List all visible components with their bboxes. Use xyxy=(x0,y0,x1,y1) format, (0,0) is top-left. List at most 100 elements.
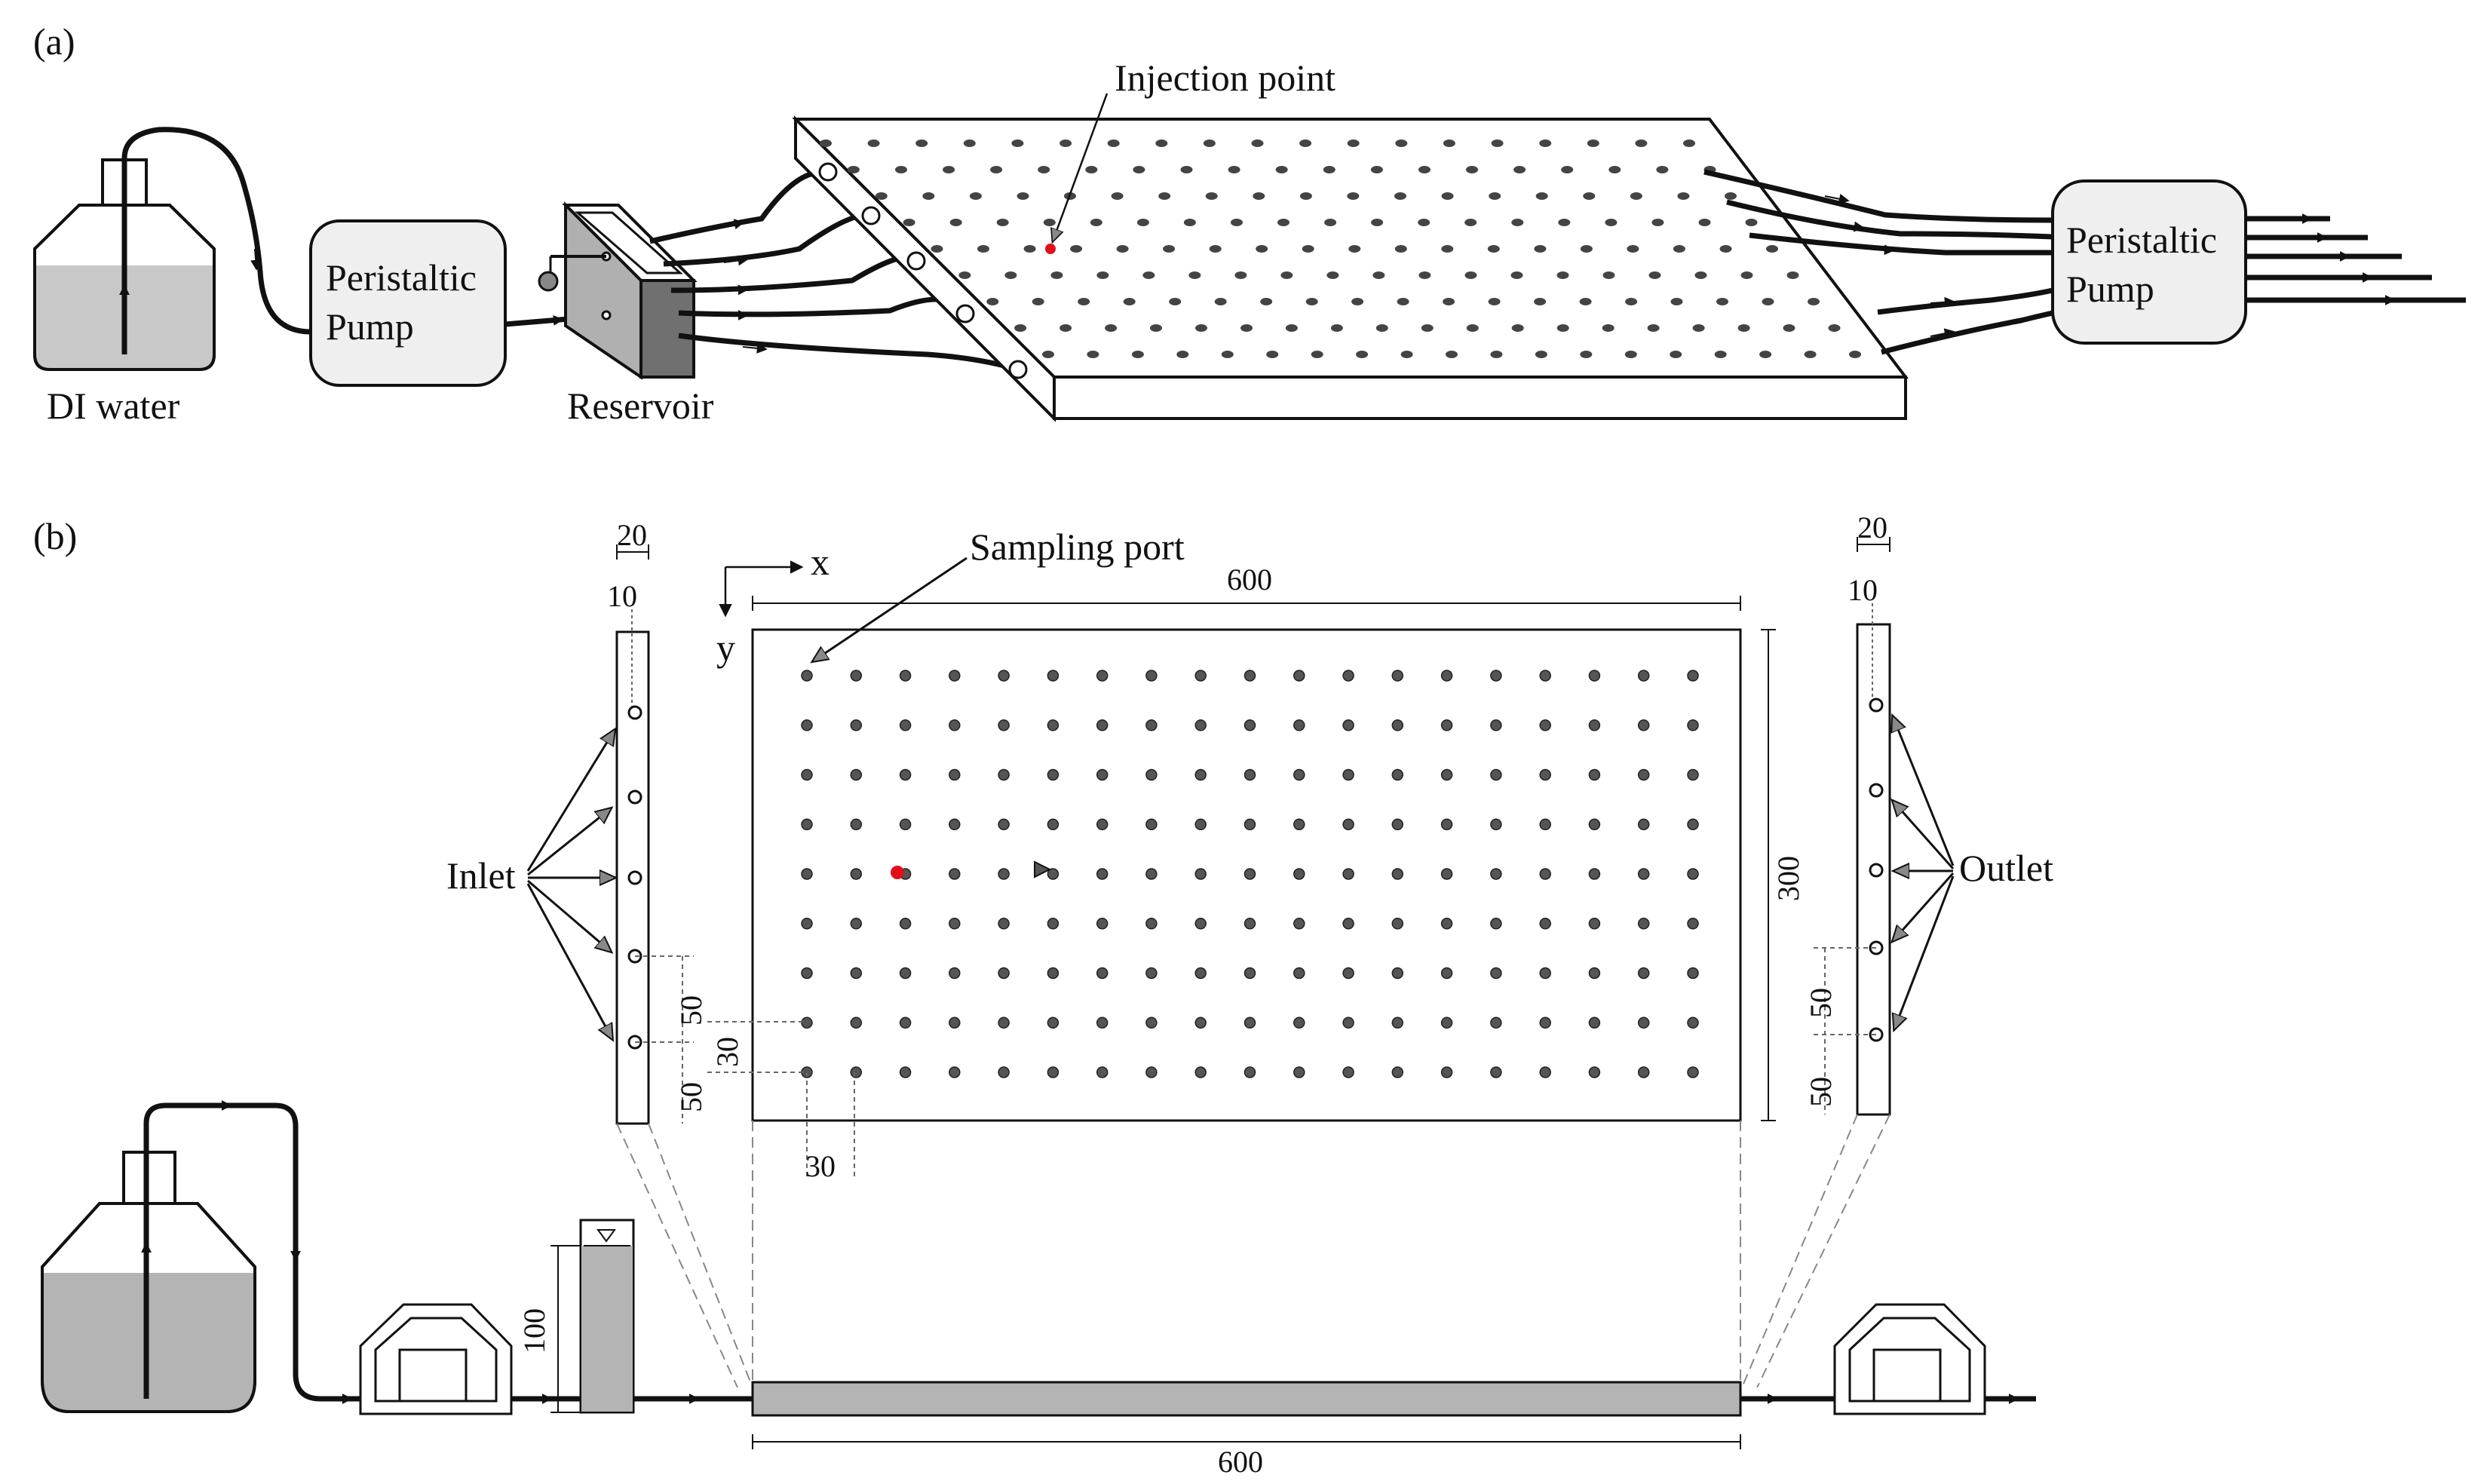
outlet-offset-label: 10 xyxy=(1848,573,1878,607)
sampling-port xyxy=(949,918,961,930)
plate-port xyxy=(1107,140,1120,147)
plate-port xyxy=(1670,351,1682,358)
sampling-port xyxy=(1490,967,1502,980)
plate-port xyxy=(1285,324,1298,332)
plate-port xyxy=(1266,351,1279,358)
sampling-port xyxy=(1637,818,1650,831)
plate-port xyxy=(1133,166,1145,173)
sampling-port xyxy=(1096,918,1109,930)
sampling-port xyxy=(1047,1016,1059,1029)
sampling-port xyxy=(1539,1066,1551,1078)
inlet-width-label: 20 xyxy=(617,518,647,552)
sampling-port xyxy=(1047,818,1059,831)
plate-port xyxy=(1441,245,1454,253)
plate-port xyxy=(1648,271,1661,279)
dim-height xyxy=(1761,629,1776,1121)
plate-port xyxy=(1630,192,1642,200)
sampling-port xyxy=(949,768,961,781)
sampling-port xyxy=(998,918,1010,930)
sampling-port xyxy=(1539,868,1551,880)
sampling-port xyxy=(850,967,863,980)
sampling-port xyxy=(1490,768,1502,781)
plate-port xyxy=(1716,298,1728,305)
inlet-label: Inlet xyxy=(446,854,516,897)
sampling-port xyxy=(1145,670,1158,682)
sampling-port xyxy=(1243,967,1256,980)
sampling-port xyxy=(1243,818,1256,831)
plate-port xyxy=(1347,140,1360,147)
sampling-port xyxy=(1194,818,1207,831)
sampling-port xyxy=(1637,719,1650,731)
sampling-port xyxy=(1440,918,1453,930)
sampling-port xyxy=(801,818,813,831)
sampling-port xyxy=(998,868,1010,880)
dim-length-top xyxy=(752,596,1741,611)
plate-port xyxy=(1673,245,1685,253)
sampling-port xyxy=(1047,868,1059,880)
sampling-port xyxy=(1539,719,1551,731)
plate-port xyxy=(1032,298,1044,305)
plate-port xyxy=(1580,351,1593,358)
sampling-ports-grid xyxy=(801,670,1699,1078)
sampling-port xyxy=(1096,818,1109,831)
outlet-tubes xyxy=(1703,169,2053,355)
sand-tank-plate xyxy=(792,115,1909,422)
plate-port xyxy=(1683,140,1695,147)
plate-port xyxy=(1105,324,1118,332)
sampling-port xyxy=(1687,1066,1699,1078)
plate-port xyxy=(1330,324,1343,332)
plate-port xyxy=(1534,298,1547,305)
sampling-port xyxy=(1490,868,1502,880)
plate-port xyxy=(1277,219,1289,226)
reservoir-label: Reservoir xyxy=(567,385,714,427)
plate-port xyxy=(922,192,935,200)
sampling-port xyxy=(1342,818,1354,831)
plate-port xyxy=(1692,324,1705,332)
plate-port xyxy=(1155,140,1168,147)
sampling-port xyxy=(1391,868,1404,880)
plate-port xyxy=(1719,245,1732,253)
sampling-port xyxy=(899,768,912,781)
plate-port xyxy=(1535,192,1548,200)
plate-port xyxy=(1466,166,1478,173)
sampling-port xyxy=(1145,918,1158,930)
sampling-port xyxy=(850,818,863,831)
plate-port xyxy=(990,166,1003,173)
sampling-port xyxy=(1293,868,1305,880)
sampling-port xyxy=(1391,719,1404,731)
plate-port xyxy=(847,166,860,173)
sampling-port xyxy=(1293,1066,1305,1078)
inlet-arrows xyxy=(526,730,615,1039)
panel-b: (b) x y Sampling port 600 300 xyxy=(33,511,2053,1479)
sampling-port xyxy=(850,719,863,731)
sampling-port xyxy=(949,670,961,682)
plate-port xyxy=(1011,140,1024,147)
plate-port xyxy=(1096,271,1109,279)
plate-port xyxy=(1214,298,1227,305)
sampling-port xyxy=(1588,967,1601,980)
sampling-port xyxy=(1096,967,1109,980)
sampling-port xyxy=(949,719,961,731)
pump-in-box xyxy=(309,219,507,387)
plate-port xyxy=(1491,140,1504,147)
plate-port xyxy=(1394,192,1406,200)
plate-port xyxy=(1136,219,1149,226)
sampling-port xyxy=(998,1016,1010,1029)
pump-icon-b-out xyxy=(1833,1303,1986,1415)
sampling-port xyxy=(899,1066,912,1078)
sampling-port xyxy=(850,1066,863,1078)
plate-port xyxy=(1446,351,1458,358)
plate-port xyxy=(1042,351,1054,358)
plate-port xyxy=(1740,271,1753,279)
plate-port xyxy=(1251,140,1264,147)
dim-reservoir-label: 100 xyxy=(517,1308,551,1354)
sampling-port xyxy=(1047,1066,1059,1078)
pump-in-label-2: Pump xyxy=(326,305,414,348)
plate-port xyxy=(1123,298,1136,305)
sampling-port xyxy=(850,768,863,781)
plate-port xyxy=(1228,166,1240,173)
plate-port xyxy=(1017,192,1029,200)
plate-port xyxy=(1158,192,1171,200)
sampling-port xyxy=(1293,918,1305,930)
